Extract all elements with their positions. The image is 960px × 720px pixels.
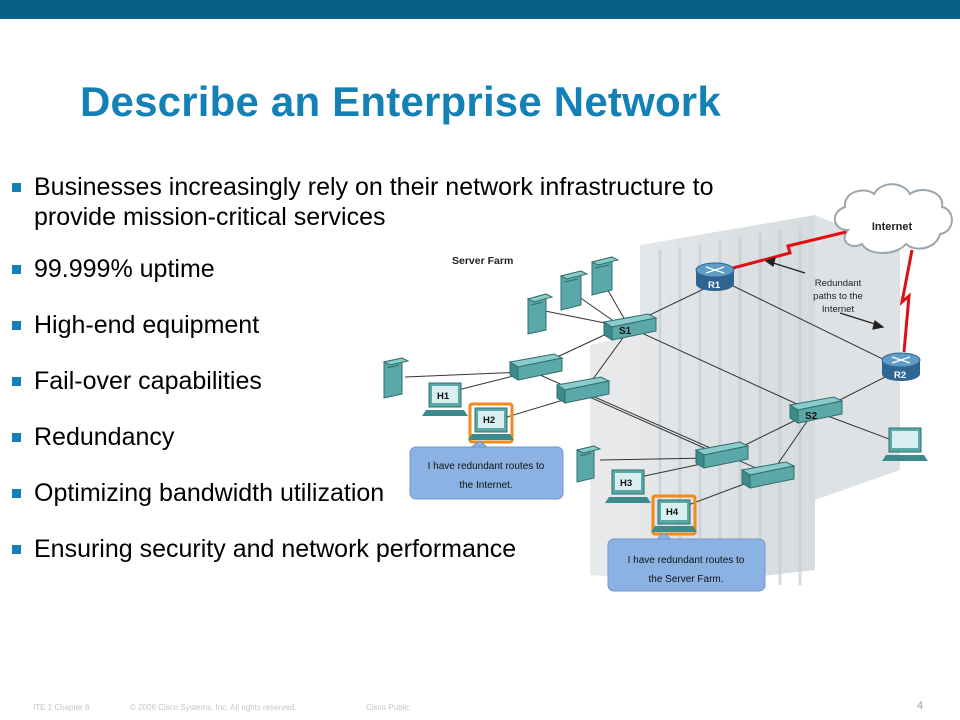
host-right xyxy=(882,427,928,461)
bullet-square-icon xyxy=(12,489,21,498)
redundant-paths-label-line1: Redundant xyxy=(815,278,862,289)
footer-course: ITE 1 Chapter 6 xyxy=(33,703,90,712)
footer-classification: Cisco Public xyxy=(366,703,411,712)
wan-link-r2 xyxy=(899,249,914,353)
r2-label: R2 xyxy=(894,370,906,381)
bullet-item: Optimizing bandwidth utilization xyxy=(10,478,770,508)
switch-access-2 xyxy=(555,376,611,404)
switch-access-3 xyxy=(694,441,750,469)
r1-label: R1 xyxy=(708,280,721,291)
switch-s2: S2 xyxy=(788,396,844,424)
h2-label: H2 xyxy=(483,415,495,426)
wan-link-r1 xyxy=(732,230,847,270)
s2-label: S2 xyxy=(805,411,818,422)
server-3 xyxy=(590,256,620,296)
internet-cloud: Internet xyxy=(833,183,953,254)
redundant-paths-label-line3: Internet xyxy=(822,304,855,315)
host-h2: H2 xyxy=(468,402,514,444)
router-r2: R2 xyxy=(881,352,921,381)
bullet-square-icon xyxy=(12,321,21,330)
h1-label: H1 xyxy=(437,391,450,402)
bullet-item: Redundancy xyxy=(10,422,770,452)
redundant-paths-label-line2: paths to the xyxy=(813,291,863,302)
server-1 xyxy=(526,293,554,335)
callout-h4: I have redundant routes to the Server Fa… xyxy=(607,532,766,592)
bullet-text: Businesses increasingly rely on their ne… xyxy=(34,173,714,231)
bullet-item: Businesses increasingly rely on their ne… xyxy=(10,172,770,232)
bullet-text: Redundancy xyxy=(34,423,175,451)
callout-h4-line1: I have redundant routes to xyxy=(628,555,745,566)
server-farm-label: Server Farm xyxy=(452,255,513,267)
bullet-text: High-end equipment xyxy=(34,311,260,339)
h3-label: H3 xyxy=(620,478,632,489)
server-4 xyxy=(382,357,410,399)
bullet-text: Optimizing bandwidth utilization xyxy=(34,479,385,507)
switch-access-4 xyxy=(740,461,796,489)
switch-access-1 xyxy=(508,353,564,381)
bullet-text: Ensuring security and network performanc… xyxy=(34,535,517,563)
bullet-item: Ensuring security and network performanc… xyxy=(10,534,770,564)
slide-title: Describe an Enterprise Network xyxy=(80,78,721,125)
bullet-square-icon xyxy=(12,433,21,442)
host-h1: H1 xyxy=(422,382,468,416)
bullet-item: High-end equipment xyxy=(10,310,770,340)
host-h3: H3 xyxy=(605,469,651,503)
page-number: 4 xyxy=(917,700,924,712)
bullet-square-icon xyxy=(12,377,21,386)
switch-s1: S1 xyxy=(602,313,658,341)
redundant-path-arrows xyxy=(764,257,885,330)
callout-h2-line2: the Internet. xyxy=(459,480,512,491)
bullet-item: 99.999% uptime xyxy=(10,254,770,284)
bullet-square-icon xyxy=(12,183,21,192)
internet-label: Internet xyxy=(872,221,913,233)
h4-label: H4 xyxy=(666,507,679,518)
bullet-list: Businesses increasingly rely on their ne… xyxy=(10,172,770,564)
callout-h2-line1: I have redundant routes to xyxy=(428,461,545,472)
callout-h2: I have redundant routes to the Internet. xyxy=(409,440,564,500)
callout-h4-line2: the Server Farm. xyxy=(648,574,723,585)
bullet-text: Fail-over capabilities xyxy=(34,367,262,395)
header-bar xyxy=(0,0,960,19)
server-5 xyxy=(575,445,602,483)
bullet-text: 99.999% uptime xyxy=(34,255,215,283)
server-2 xyxy=(559,270,589,311)
footer-copyright: © 2006 Cisco Systems, Inc. All rights re… xyxy=(130,703,297,712)
bullet-square-icon xyxy=(12,545,21,554)
network-diagram: Internet Redundant paths to the Internet… xyxy=(382,183,953,592)
s1-label: S1 xyxy=(619,326,632,337)
router-r1: R1 xyxy=(695,262,735,291)
bullet-square-icon xyxy=(12,265,21,274)
host-h4: H4 xyxy=(651,494,697,536)
bullet-item: Fail-over capabilities xyxy=(10,366,770,396)
